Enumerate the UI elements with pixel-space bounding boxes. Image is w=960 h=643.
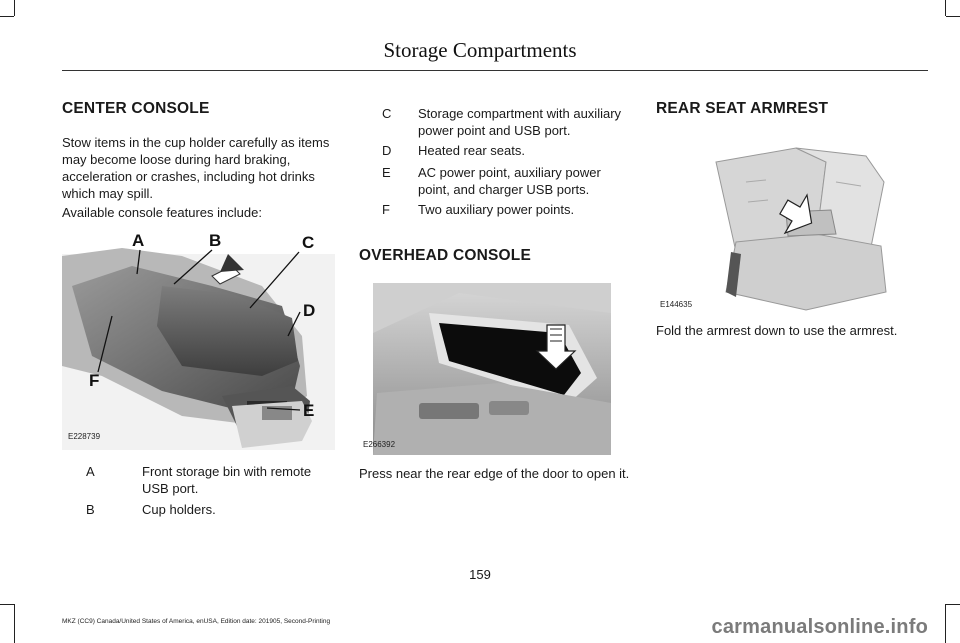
header-rule: [62, 70, 928, 71]
rear-seat-armrest-heading: REAR SEAT ARMREST: [656, 100, 829, 117]
crop-mark: [14, 604, 15, 643]
overhead-console-illustration: [373, 283, 611, 455]
figure-code: E266392: [363, 440, 396, 449]
svg-text:E: E: [303, 401, 314, 420]
legend-key: E: [382, 165, 391, 180]
legend-key: B: [86, 502, 95, 517]
rear-seat-illustration: [715, 147, 887, 311]
overhead-console-text: Press near the rear edge of the door to …: [359, 466, 630, 481]
legend-text: Front storage bin with remote USB port.: [142, 464, 312, 496]
legend-text: Heated rear seats.: [418, 143, 525, 158]
rear-seat-armrest-figure: E144635: [656, 142, 908, 314]
legend-item-b: B Cup holders.: [86, 501, 336, 518]
legend-item-e: E AC power point, auxiliary power point,…: [382, 164, 632, 198]
center-console-heading: CENTER CONSOLE: [62, 100, 210, 117]
svg-text:B: B: [209, 231, 221, 250]
center-console-illustration: A B C D E F: [62, 231, 335, 450]
svg-text:C: C: [302, 233, 314, 252]
page-number: 159: [469, 567, 491, 582]
legend-item-d: D Heated rear seats.: [382, 142, 632, 159]
legend-item-c: C Storage compartment with auxiliary pow…: [382, 105, 632, 139]
legend-text: AC power point, auxiliary power point, a…: [418, 165, 601, 197]
features-intro: Available console features include:: [62, 205, 262, 220]
watermark: carmanualsonline.info: [711, 616, 928, 638]
crop-mark: [946, 16, 960, 17]
crop-mark: [0, 604, 14, 605]
figure-code: E228739: [68, 432, 101, 441]
overhead-console-figure: E266392: [359, 283, 611, 455]
legend-item-a: A Front storage bin with remote USB port…: [86, 463, 336, 497]
legend-text: Cup holders.: [142, 502, 216, 517]
svg-text:A: A: [132, 231, 144, 250]
crop-mark: [945, 0, 946, 16]
crop-mark: [945, 604, 946, 643]
overhead-console-heading: OVERHEAD CONSOLE: [359, 247, 531, 264]
crop-mark: [14, 0, 15, 16]
svg-text:F: F: [89, 371, 99, 390]
legend-key: A: [86, 464, 95, 479]
legend-item-f: F Two auxiliary power points.: [382, 201, 632, 218]
svg-text:D: D: [303, 301, 315, 320]
page-header-title: Storage Compartments: [383, 38, 577, 62]
rear-seat-armrest-text: Fold the armrest down to use the armrest…: [656, 323, 898, 338]
legend-key: C: [382, 106, 392, 121]
crop-mark: [0, 16, 14, 17]
center-console-intro: Stow items in the cup holder carefully a…: [62, 135, 330, 201]
legend-text: Two auxiliary power points.: [418, 202, 575, 217]
crop-mark: [946, 604, 960, 605]
center-console-figure: A B C D E F E228739: [62, 226, 335, 450]
legend-key: F: [382, 202, 390, 217]
legend-text: Storage compartment with auxiliary power…: [418, 106, 622, 138]
legend-key: D: [382, 143, 392, 158]
footer-edition: MKZ (CC9) Canada/United States of Americ…: [62, 618, 331, 625]
figure-code: E144635: [660, 300, 693, 309]
